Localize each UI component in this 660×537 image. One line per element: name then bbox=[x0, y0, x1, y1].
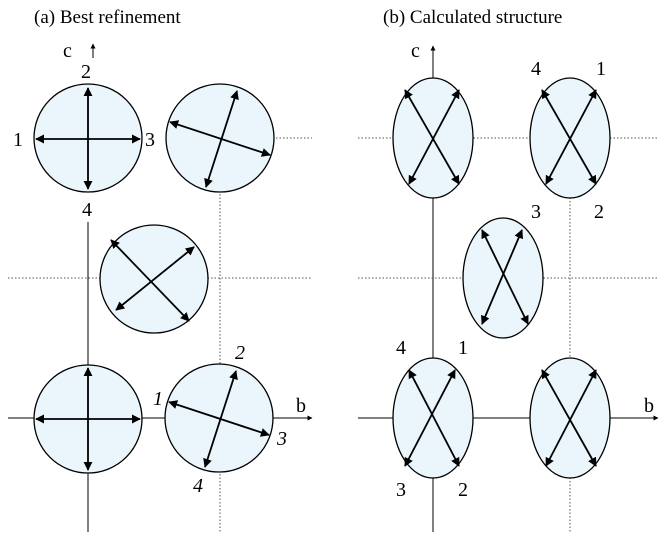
panel-a-label-3-top: 3 bbox=[145, 129, 155, 151]
panel-a: (a) Best refinement c b 2 1 bbox=[8, 7, 313, 532]
panel-b-label-1-bottom: 1 bbox=[458, 337, 468, 359]
panel-a-label-1-bottom: 1 bbox=[153, 388, 163, 410]
panel-a-label-2-top: 2 bbox=[81, 61, 91, 83]
panel-b-label-4-top: 4 bbox=[531, 58, 541, 80]
panel-a-label-4-top: 4 bbox=[82, 199, 92, 221]
panel-b-label-2-bottom: 2 bbox=[458, 479, 468, 501]
panel-b-title: (b) Calculated structure bbox=[383, 7, 562, 28]
panel-a-c-label: c bbox=[63, 40, 72, 62]
panel-a-label-2-bottom: 2 bbox=[235, 342, 245, 364]
panel-b-label-2-top: 2 bbox=[594, 201, 604, 223]
panel-a-label-1-top: 1 bbox=[13, 129, 23, 151]
panel-b-label-3-top: 3 bbox=[531, 201, 541, 223]
panel-b: (b) Calculated structure c b 4 1 bbox=[358, 7, 659, 532]
panel-a-title: (a) Best refinement bbox=[34, 7, 181, 28]
panel-b-atom-middle bbox=[462, 217, 544, 339]
panel-b-axis-arrow bbox=[545, 369, 597, 467]
panel-b-b-label: b bbox=[644, 395, 654, 417]
panel-b-label-4-bottom: 4 bbox=[396, 337, 406, 359]
panel-a-label-4-bottom: 4 bbox=[193, 475, 203, 497]
panel-b-axis-arrow bbox=[481, 229, 523, 325]
panel-b-label-1-top: 1 bbox=[596, 58, 606, 80]
panel-b-axis-arrow bbox=[545, 89, 597, 185]
panel-a-label-3-bottom: 3 bbox=[276, 428, 287, 450]
panel-a-axis-arrow bbox=[168, 400, 270, 437]
panel-a-axis-arrow bbox=[115, 246, 195, 311]
panel-b-axis-arrow bbox=[404, 369, 456, 467]
panel-b-label-3-bottom: 3 bbox=[396, 479, 406, 501]
panel-b-c-label: c bbox=[411, 40, 420, 62]
panel-a-b-label: b bbox=[296, 395, 306, 417]
panel-b-axis-arrow bbox=[408, 89, 460, 185]
panel-a-axis-arrow bbox=[169, 120, 271, 157]
